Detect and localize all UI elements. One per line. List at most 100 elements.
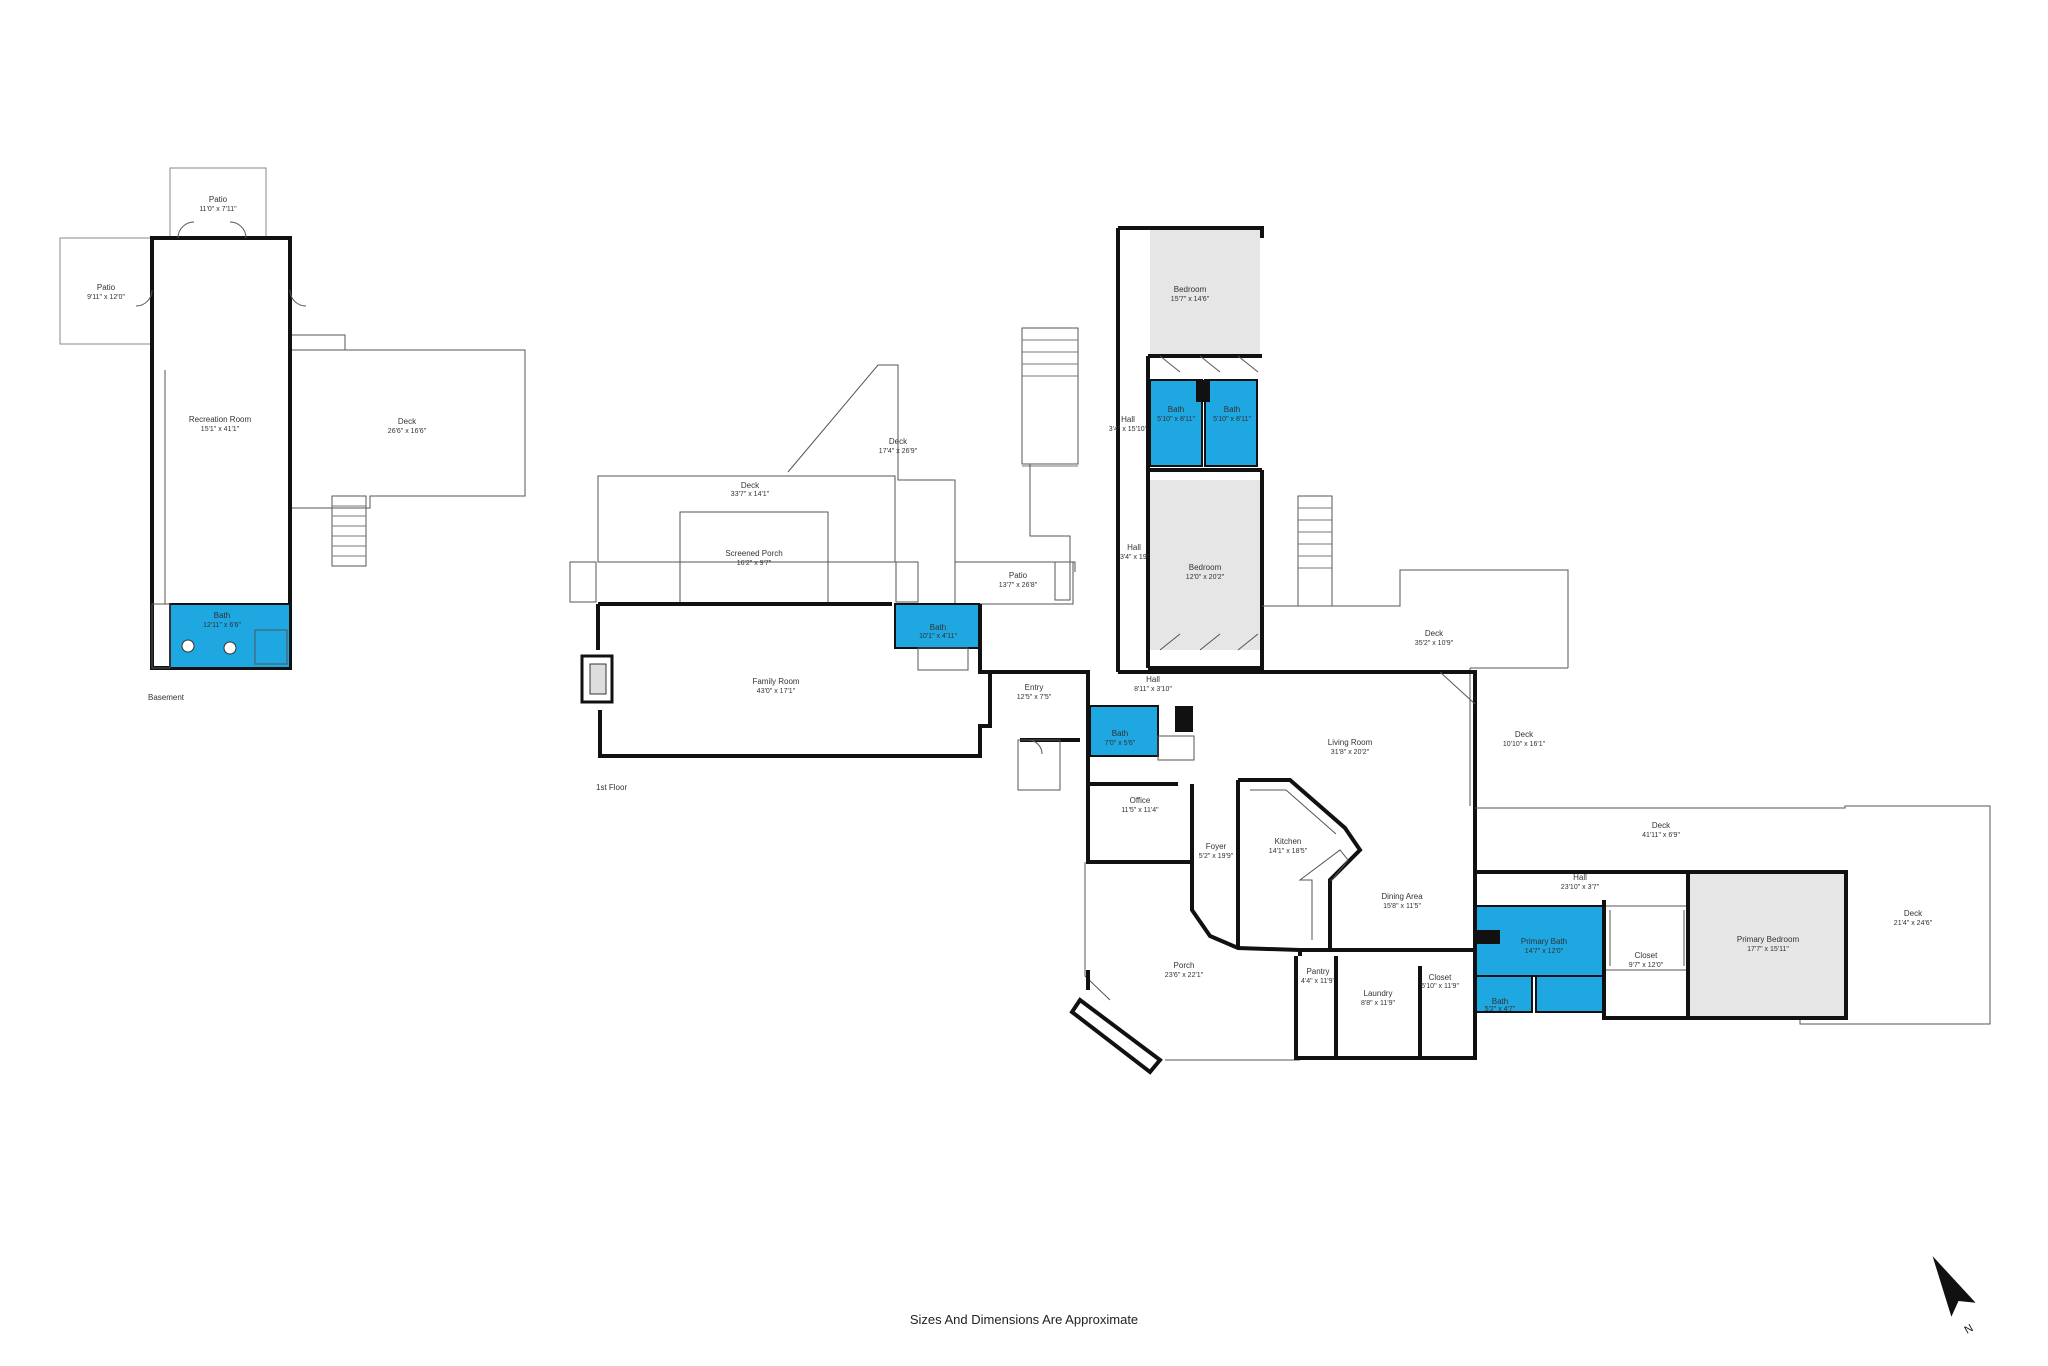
deck-basement-dim: 26'6" x 16'6"	[388, 428, 427, 435]
recreation-room-dim: 15'1" x 41'1"	[201, 426, 240, 433]
closet-small-dim: 5'10" x 11'9"	[1421, 983, 1459, 990]
kitchen-walls	[1236, 778, 1363, 948]
patio-mid-dim: 13'7" x 26'8"	[999, 582, 1038, 589]
closet-primary-name: Closet	[1635, 951, 1658, 960]
disclaimer: Sizes And Dimensions Are Approximate	[909, 1312, 1139, 1327]
deck-primary-name: Deck	[1904, 909, 1923, 918]
screened-porch-dim: 16'2" x 9'7"	[737, 560, 772, 567]
basement-level: Patio 11'0" x 7'11" Patio 9'11" x 12'0" …	[59, 167, 526, 702]
kitchen-dim: 14'1" x 18'5"	[1269, 848, 1308, 855]
foyer-dim: 5'2" x 19'9"	[1199, 853, 1234, 860]
dining-area-dim: 15'8" x 11'5"	[1383, 903, 1421, 910]
deck-east-outline	[1262, 569, 1569, 806]
deck-north-dim: 17'4" x 26'9"	[879, 448, 918, 455]
foyer-walls	[1190, 862, 1301, 952]
bedroom-mid-fill	[1150, 480, 1260, 650]
bath-basement-dim: 12'11" x 6'6"	[203, 622, 241, 629]
bath-upper-right-name: Bath	[1224, 405, 1240, 414]
entry-step	[1017, 739, 1061, 791]
office-walls	[1086, 672, 1194, 864]
office-name: Office	[1130, 796, 1151, 805]
deck-primary-dim: 21'4" x 24'6"	[1894, 920, 1933, 927]
bath-upper-right-fill	[1204, 379, 1258, 467]
entry-name: Entry	[1025, 683, 1044, 692]
basement-stairs	[331, 495, 367, 567]
bath-primary-small-fill	[1475, 975, 1533, 1013]
level-label-basement: Basement	[148, 693, 185, 702]
first-floor-primary-suite: Deck 41'11" x 6'9" Hall 23'10" x 3'7" Pr…	[1473, 805, 1991, 1050]
hall-primary-name: Hall	[1573, 873, 1587, 882]
primary-suite-walls	[1473, 870, 1848, 1050]
deck-north-name: Deck	[889, 437, 908, 446]
bath-family-name: Bath	[930, 623, 946, 632]
closet-primary-dim: 9'7" x 12'0"	[1629, 962, 1664, 969]
bath-upper-right-dim: 5'10" x 8'11"	[1213, 416, 1251, 423]
hall-entry-dim: 8'11" x 3'10"	[1134, 686, 1172, 693]
hall-primary-dim: 23'10" x 3'7"	[1561, 884, 1600, 891]
primary-bedroom-name: Primary Bedroom	[1737, 935, 1800, 944]
north-arrow-icon: N	[1932, 1256, 1976, 1337]
bath-upper-left-fill	[1149, 379, 1203, 467]
hall-lower-dim: 3'4" x 19'	[1120, 554, 1148, 561]
deck-basement-name: Deck	[398, 417, 417, 426]
patio-mid-name: Patio	[1009, 571, 1028, 580]
door-patio-left	[135, 289, 153, 307]
closet-small-name: Closet	[1429, 973, 1452, 982]
porch-name: Porch	[1174, 961, 1195, 970]
foyer-name: Foyer	[1206, 842, 1227, 851]
primary-bedroom-fill	[1688, 872, 1846, 1018]
primary-bedroom-dim: 17'7" x 15'11"	[1747, 946, 1789, 953]
bedroom-mid-dim: 12'0" x 20'2"	[1186, 574, 1225, 581]
door-patio-top-left	[177, 221, 195, 239]
bedroom-top-fill	[1150, 228, 1260, 356]
bedroom-mid-name: Bedroom	[1189, 563, 1222, 572]
deck-north-outline	[787, 364, 1076, 572]
bath-entry-dim: 7'0" x 5'6"	[1105, 740, 1136, 747]
family-room-dim: 43'0" x 17'1"	[757, 688, 796, 695]
porch-dim: 23'6" x 22'1"	[1165, 972, 1204, 979]
deck-porch-dim: 33'7" x 14'1"	[731, 491, 770, 498]
bath-entry-name: Bath	[1112, 729, 1128, 738]
patio-top-name: Patio	[209, 195, 228, 204]
east-stairs	[1297, 495, 1333, 607]
deck-porch-outline	[597, 475, 896, 563]
door-patio-top-right	[229, 221, 247, 239]
hall-lower-name: Hall	[1127, 543, 1141, 552]
patio-left-dim: 9'11" x 12'0"	[87, 294, 125, 301]
primary-bath-dim: 14'7" x 12'0"	[1525, 948, 1564, 955]
laundry-dim: 8'8" x 11'9"	[1361, 1000, 1395, 1007]
bath-basement-name: Bath	[214, 611, 230, 620]
deck-porch-name: Deck	[741, 481, 760, 490]
deck-east-name: Deck	[1425, 629, 1444, 638]
first-floor-west: Deck 17'4" x 26'9" Deck 33'7" x 14'1" Sc…	[569, 327, 1090, 792]
porch-bay	[1069, 970, 1163, 1075]
deck-east-dim: 35'2" x 10'9"	[1415, 640, 1454, 647]
living-room-dim: 31'8" x 20'2"	[1331, 749, 1370, 756]
entry-dim: 12'5" x 7'5"	[1017, 694, 1052, 701]
hall-entry-name: Hall	[1146, 675, 1160, 684]
level-label-first-floor: 1st Floor	[596, 783, 627, 792]
primary-bath-shower-fill	[1535, 975, 1605, 1013]
deck-long-name: Deck	[1652, 821, 1671, 830]
dining-area-name: Dining Area	[1381, 892, 1423, 901]
bedroom-top-dim: 15'7" x 14'6"	[1171, 296, 1210, 303]
pantry-dim: 4'4" x 11'9"	[1301, 978, 1335, 985]
patio-left-name: Patio	[97, 283, 116, 292]
living-room-name: Living Room	[1328, 738, 1373, 747]
patio-top-dim: 11'0" x 7'11"	[199, 206, 237, 213]
first-floor-bedroom-wing: Bedroom 15'7" x 14'6" Hall 3'4" x 15'10"…	[1109, 226, 1264, 674]
north-stairs	[1021, 327, 1079, 467]
screened-porch-walls	[679, 511, 829, 605]
bath-family-dim: 10'1" x 4'11"	[919, 633, 957, 640]
screened-porch-name: Screened Porch	[725, 549, 782, 558]
deck-side-dim: 10'10" x 16'1"	[1503, 741, 1546, 748]
bath-entry-fill	[1089, 705, 1159, 757]
hall-upper-name: Hall	[1121, 415, 1135, 424]
bath-upper-left-name: Bath	[1168, 405, 1184, 414]
deck-side-name: Deck	[1515, 730, 1534, 739]
deck-long-dim: 41'11" x 6'9"	[1642, 832, 1680, 839]
kitchen-name: Kitchen	[1275, 837, 1302, 846]
primary-bath-name: Primary Bath	[1521, 937, 1567, 946]
bath-upper-left-dim: 5'10" x 8'11"	[1157, 416, 1195, 423]
